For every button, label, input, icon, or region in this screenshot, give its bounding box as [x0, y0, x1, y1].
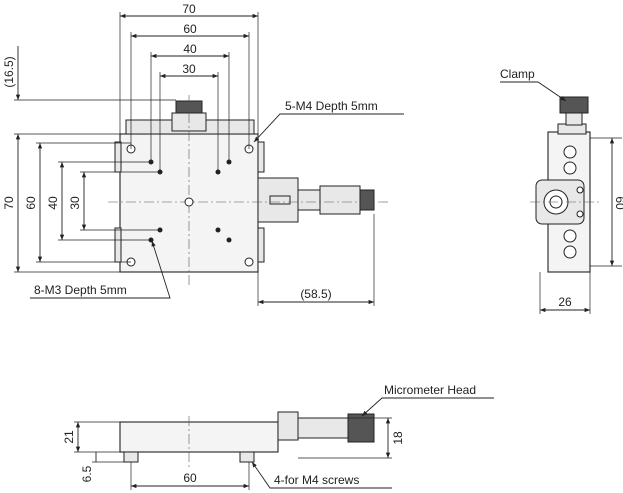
dim-front-21: 21 [62, 430, 76, 444]
stage-right-rail-top [257, 141, 265, 173]
dim-left-40: 40 [46, 196, 60, 210]
note-m4-holes: 5-M4 Depth 5mm [285, 99, 378, 113]
note-micrometer-head: Micrometer Head [384, 383, 476, 397]
dim-left-70: 70 [2, 196, 16, 210]
front-foot [123, 451, 139, 463]
stage-right-rail-bottom [257, 227, 265, 263]
top-view: 70 60 40 30 70 60 40 30 (16.5) [2, 2, 404, 306]
top-dimension-lines [119, 12, 259, 172]
hole-m3 [215, 227, 221, 233]
dim-front-60: 60 [183, 471, 197, 485]
side-screw [563, 245, 577, 259]
dim-front-18: 18 [391, 431, 405, 445]
stage-left-rail-bottom [114, 227, 122, 263]
front-stage-body [119, 421, 279, 453]
left-dimension-lines [14, 46, 176, 273]
side-view: 60 26 Clamp [500, 67, 623, 314]
dim-top-40: 40 [183, 42, 197, 56]
dim-side-60: 60 [613, 196, 623, 210]
hole-m4-center [184, 197, 194, 207]
hole-m4 [244, 257, 254, 267]
side-small-hole [576, 186, 584, 194]
dim-side-26: 26 [558, 295, 572, 309]
dim-left-60: 60 [24, 196, 38, 210]
dim-top-offset: (16.5) [2, 56, 16, 87]
side-clamp-stem [565, 112, 583, 126]
micrometer-thimble [319, 185, 361, 215]
front-foot [239, 451, 255, 463]
note-m3-holes: 8-M3 Depth 5mm [34, 283, 127, 297]
side-screw [563, 229, 577, 243]
dim-front-6-5: 6.5 [80, 465, 94, 482]
stage-left-rail-top [114, 141, 122, 173]
note-screws: 4-for M4 screws [274, 473, 359, 487]
side-small-hole [576, 210, 584, 218]
micrometer-sleeve [297, 189, 321, 211]
dim-left-30: 30 [68, 196, 82, 210]
dim-micrometer-extension: (58.5) [300, 287, 331, 301]
front-micrometer-sleeve [297, 417, 349, 439]
micrometer-spindle [269, 195, 291, 205]
dim-top-30: 30 [182, 62, 196, 76]
micrometer-cap [359, 189, 375, 211]
side-screw [563, 145, 577, 159]
dim-top-60: 60 [183, 22, 197, 36]
front-micrometer-thimble [347, 413, 375, 443]
front-view: 21 6.5 60 18 Micrometer Head 4-for M4 sc… [62, 383, 494, 490]
hole-m3 [226, 237, 232, 243]
dim-top-70: 70 [182, 2, 196, 16]
note-clamp: Clamp [500, 67, 535, 81]
front-micrometer-bracket [277, 411, 299, 441]
side-screw [563, 161, 577, 175]
